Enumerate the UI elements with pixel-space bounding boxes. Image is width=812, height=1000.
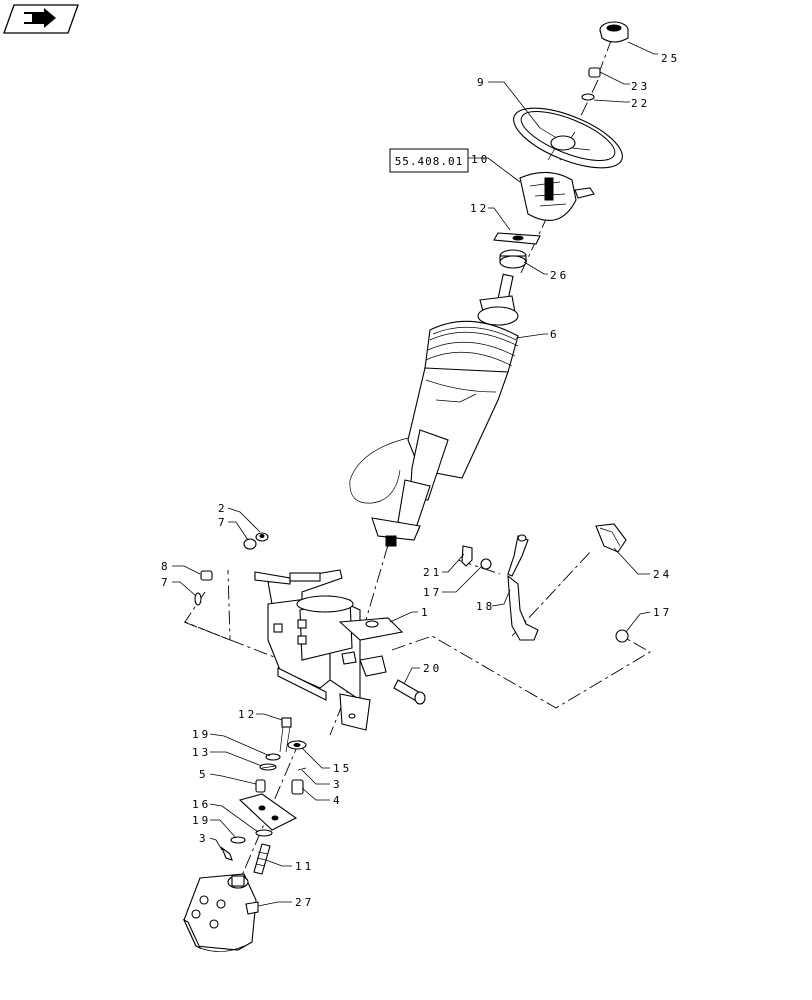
callout-12-upper: 12 — [470, 202, 489, 215]
part-26-nut — [499, 249, 527, 269]
callout-labels: 25 23 22 9 10 12 26 6 2 7 8 7 21 17 18 2… — [161, 52, 680, 909]
callout-7-upper: 7 — [218, 516, 228, 529]
part-17-bushing-upper — [480, 558, 492, 570]
part-20-pin — [393, 679, 426, 705]
callout-25: 25 — [661, 52, 680, 65]
callout-21: 21 — [423, 566, 442, 579]
callout-19-upper: 19 — [192, 728, 211, 741]
part-4-bushing — [291, 779, 304, 795]
reference-box[interactable]: 55.408.01 — [389, 148, 469, 173]
callout-3-upper: 3 — [333, 778, 343, 791]
reference-box-label: 55.408.01 — [395, 155, 464, 168]
part-11-shaft — [253, 843, 271, 875]
part-21-clip — [461, 545, 473, 567]
back-arrow-icon[interactable] — [3, 4, 79, 34]
part-18-pedal-arm — [507, 534, 539, 641]
part-3-spacer-lower — [220, 846, 233, 861]
part-3-spacer-upper — [297, 767, 307, 771]
callout-17-lower: 17 — [653, 606, 672, 619]
callout-1: 1 — [421, 606, 431, 619]
part-24-pedal-pad — [595, 523, 627, 553]
callout-22: 22 — [631, 97, 650, 110]
part-5-mount-plate — [238, 779, 298, 831]
callout-2: 2 — [218, 502, 228, 515]
callout-17-upper: 17 — [423, 586, 442, 599]
part-10-hub-housing — [519, 171, 595, 221]
callout-26: 26 — [550, 269, 569, 282]
part-27-steering-valve — [182, 873, 259, 952]
callout-4: 4 — [333, 794, 343, 807]
callout-16: 16 — [192, 798, 211, 811]
callout-8: 8 — [161, 560, 171, 573]
part-2-bolt — [255, 532, 269, 542]
callout-13: 13 — [192, 746, 211, 759]
part-13-spring-washer — [259, 763, 277, 771]
part-19-washer-lower — [230, 836, 246, 844]
part-7-washer-upper — [243, 538, 257, 550]
part-17-bushing-lower — [615, 629, 629, 643]
callout-11: 11 — [295, 860, 314, 873]
callout-24: 24 — [653, 568, 672, 581]
part-22-washer — [581, 93, 595, 101]
callout-23: 23 — [631, 80, 650, 93]
callout-9: 9 — [477, 76, 487, 89]
callout-3-lower: 3 — [199, 832, 209, 845]
part-16-gasket — [255, 829, 273, 837]
part-7-washer-lower — [194, 592, 202, 606]
part-12-bolt — [279, 717, 292, 753]
callout-6: 6 — [550, 328, 560, 341]
part-6-steering-column — [349, 273, 519, 547]
part-23-nut — [588, 67, 601, 78]
callout-10: 10 — [471, 153, 490, 166]
callout-12-lower: 12 — [238, 708, 257, 721]
part-9-steering-wheel — [513, 107, 623, 169]
callout-7-lower: 7 — [161, 576, 171, 589]
part-15-nut — [287, 740, 307, 750]
callout-15: 15 — [333, 762, 352, 775]
part-12-plate-washer — [493, 232, 541, 245]
callout-20: 20 — [423, 662, 442, 675]
callout-5: 5 — [199, 768, 209, 781]
callout-27: 27 — [295, 896, 314, 909]
leader-lines — [172, 41, 658, 907]
callout-18: 18 — [476, 600, 495, 613]
part-25-horn-cap — [599, 21, 629, 43]
part-1-support-bracket — [254, 569, 404, 731]
callout-19-lower: 19 — [192, 814, 211, 827]
part-8-nut — [200, 570, 213, 581]
